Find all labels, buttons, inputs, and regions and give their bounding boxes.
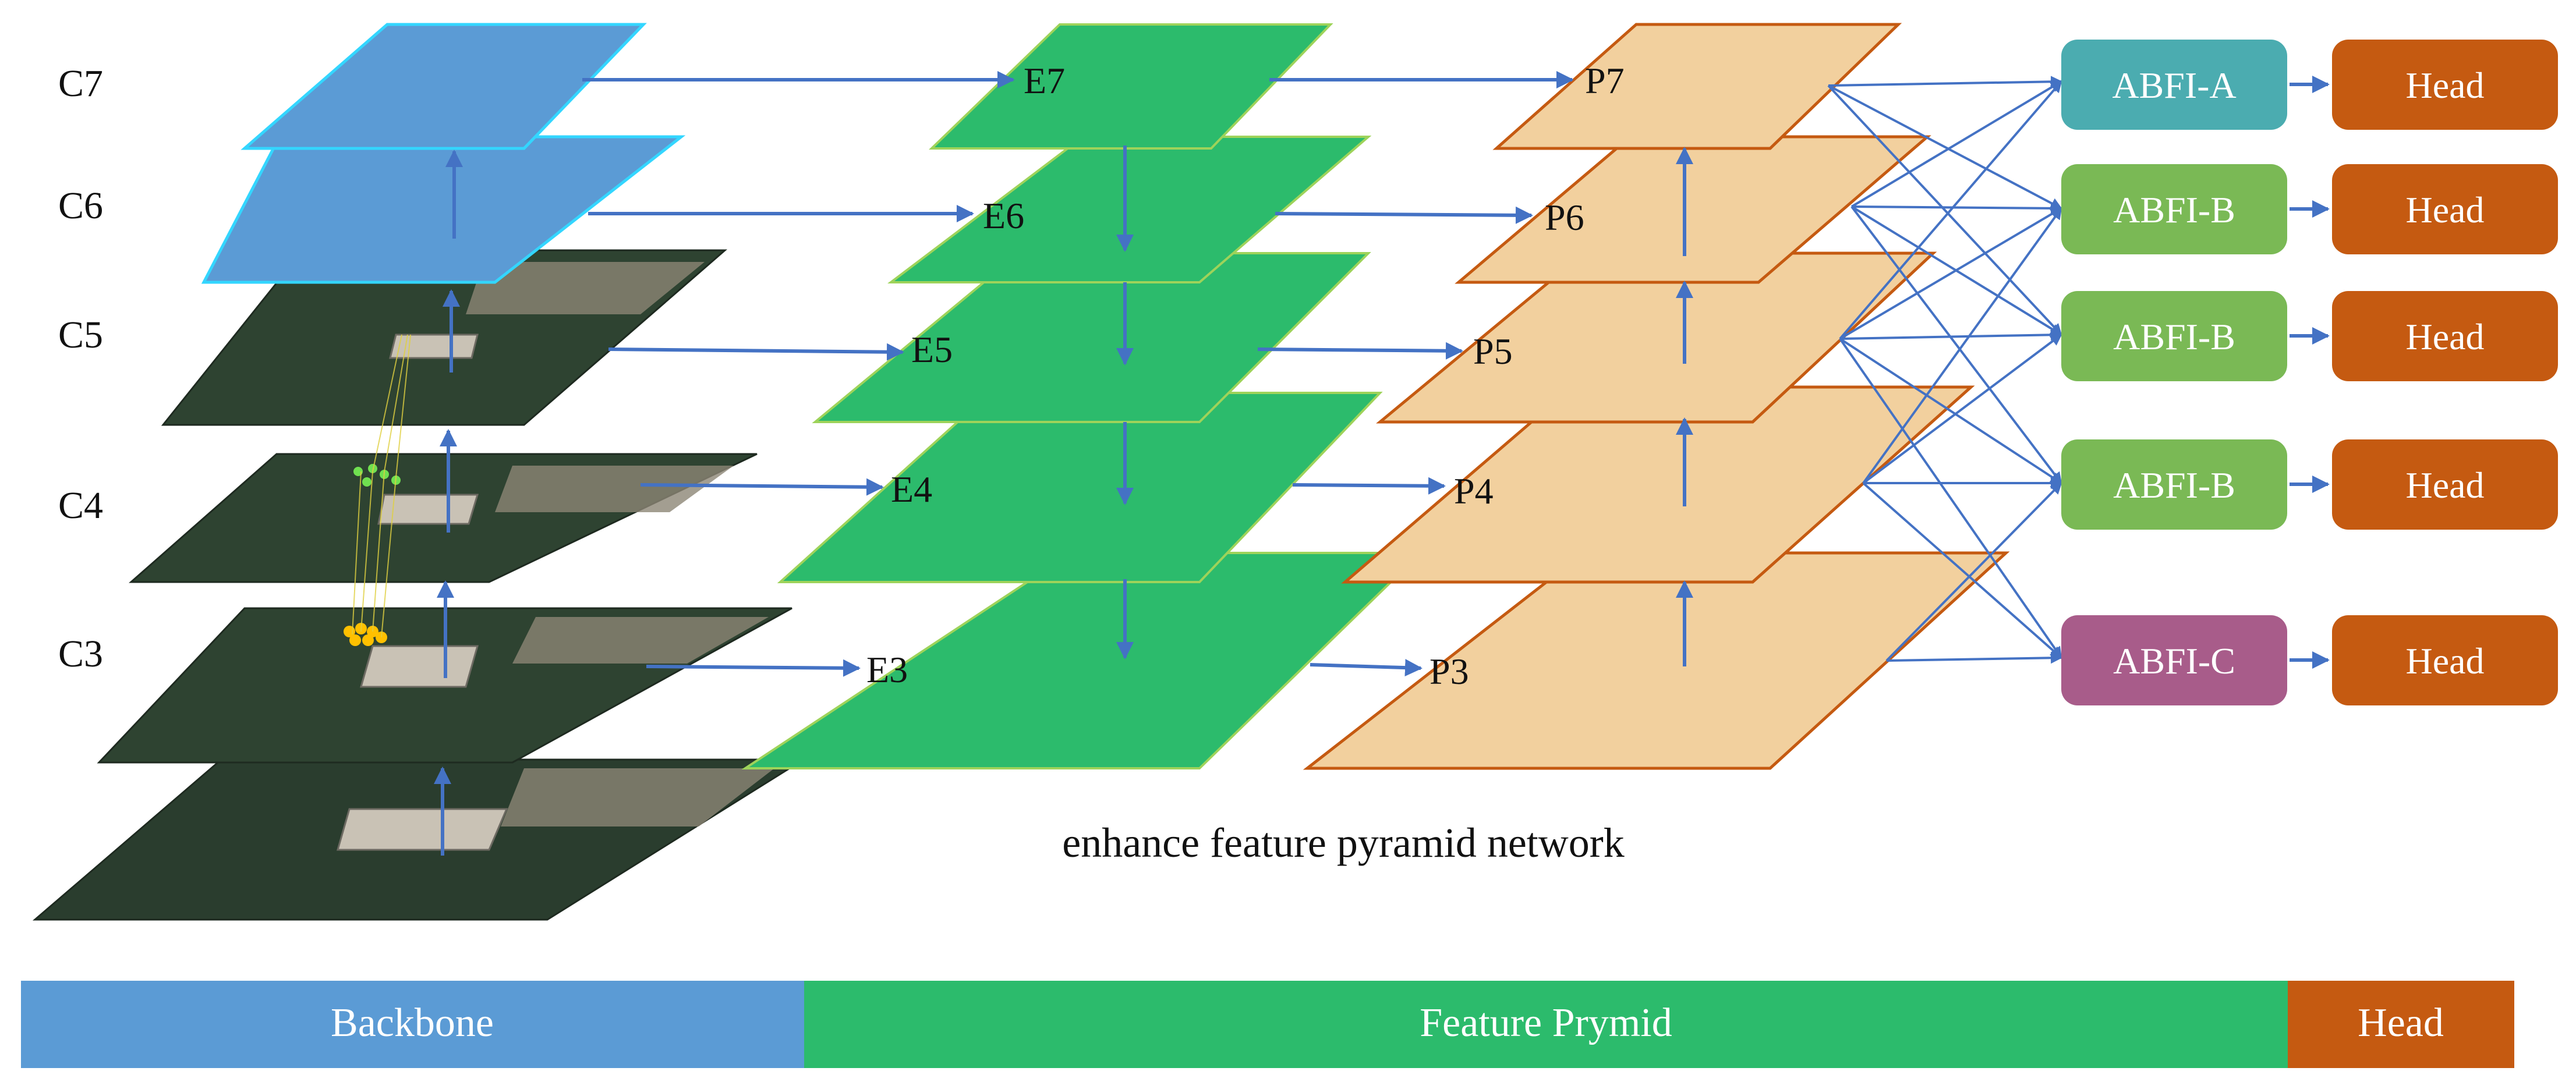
pyramid-plane-p6 <box>1455 135 1931 284</box>
abfi-c-label: ABFI-C <box>2113 640 2235 682</box>
diagram-caption: enhance feature pyramid network <box>1062 820 1625 866</box>
head-box-1 <box>2332 40 2558 130</box>
stage-head-label: Head <box>2358 1001 2444 1045</box>
stage-backbone-label: Backbone <box>331 1001 494 1045</box>
label-p6: P6 <box>1545 197 1584 238</box>
stage-head <box>2288 981 2514 1068</box>
enhanced-plane-e4 <box>777 392 1383 583</box>
head-label-3: Head <box>2405 316 2484 357</box>
abfi-to-head-arrows <box>2290 76 2330 669</box>
backbone-plane-c6 <box>201 135 686 284</box>
label-e6: E6 <box>983 195 1024 236</box>
label-p4: P4 <box>1454 470 1494 512</box>
enhanced-level-labels: E7 E6 E5 E4 E3 <box>866 60 1065 690</box>
attention-lines <box>352 334 411 638</box>
abfi-b-label-3: ABFI-B <box>2113 464 2235 506</box>
label-p3: P3 <box>1429 651 1469 692</box>
enhanced-plane-e7 <box>929 23 1333 150</box>
stage-feature-pyramid-label: Feature Prymid <box>1420 1001 1672 1045</box>
abfi-c-box <box>2061 615 2287 705</box>
stage-bar: Backbone Feature Prymid Head <box>21 981 2514 1068</box>
label-p7: P7 <box>1585 60 1625 101</box>
label-c7: C7 <box>58 62 103 105</box>
lateral-arrows <box>582 71 1574 677</box>
attention-points-green <box>353 464 401 487</box>
label-c6: C6 <box>58 185 103 227</box>
ship-shapes <box>337 334 508 851</box>
enhanced-plane-e5 <box>812 252 1371 423</box>
backbone-up-arrows <box>434 150 463 856</box>
dock-shapes <box>466 262 774 826</box>
backbone-image-stack <box>32 249 807 921</box>
head-box-2 <box>2332 164 2558 254</box>
head-box-3 <box>2332 291 2558 381</box>
label-c4: C4 <box>58 484 103 527</box>
head-label-1: Head <box>2405 65 2484 106</box>
pyramid-level-labels: P7 P6 P5 P4 P3 <box>1429 60 1625 692</box>
abfi-modules: ABFI-A ABFI-B ABFI-B ABFI-B ABFI-C <box>2061 40 2287 705</box>
label-e3: E3 <box>866 649 908 690</box>
abfi-b-box-3 <box>2061 439 2287 530</box>
detection-heads: Head Head Head Head Head <box>2332 40 2558 705</box>
abfi-b-label-1: ABFI-B <box>2113 189 2235 230</box>
abfi-a-label: ABFI-A <box>2112 65 2236 106</box>
label-e5: E5 <box>911 329 953 370</box>
label-c3: C3 <box>58 633 103 675</box>
backbone-plane-c7 <box>240 23 647 150</box>
enhanced-pyramid <box>741 23 1424 769</box>
head-label-4: Head <box>2405 464 2484 506</box>
backbone-level-labels: C7 C6 C5 C4 C3 <box>58 62 103 675</box>
stage-backbone <box>21 981 804 1068</box>
output-pyramid <box>1303 23 2010 770</box>
head-box-5 <box>2332 615 2558 705</box>
abfi-b-box-1 <box>2061 164 2287 254</box>
pyramid-plane-p5 <box>1376 251 1937 424</box>
pyramid-plane-p7 <box>1492 23 1902 150</box>
enhanced-plane-e3 <box>741 552 1424 769</box>
label-e4: E4 <box>891 469 932 510</box>
stage-feature-pyramid <box>804 981 2288 1068</box>
pyramid-plane-p4 <box>1341 385 1975 584</box>
fusion-connections <box>1827 76 2062 664</box>
label-p5: P5 <box>1473 331 1513 372</box>
head-label-2: Head <box>2405 189 2484 230</box>
label-c5: C5 <box>58 314 103 356</box>
pyramid-plane-p3 <box>1303 551 2010 770</box>
abfi-b-label-2: ABFI-B <box>2113 316 2235 357</box>
abfi-a-box <box>2061 40 2287 130</box>
head-label-5: Head <box>2405 640 2484 682</box>
head-box-4 <box>2332 439 2558 530</box>
abfi-b-box-2 <box>2061 291 2287 381</box>
enhanced-plane-e6 <box>887 136 1372 283</box>
label-e7: E7 <box>1024 60 1065 101</box>
